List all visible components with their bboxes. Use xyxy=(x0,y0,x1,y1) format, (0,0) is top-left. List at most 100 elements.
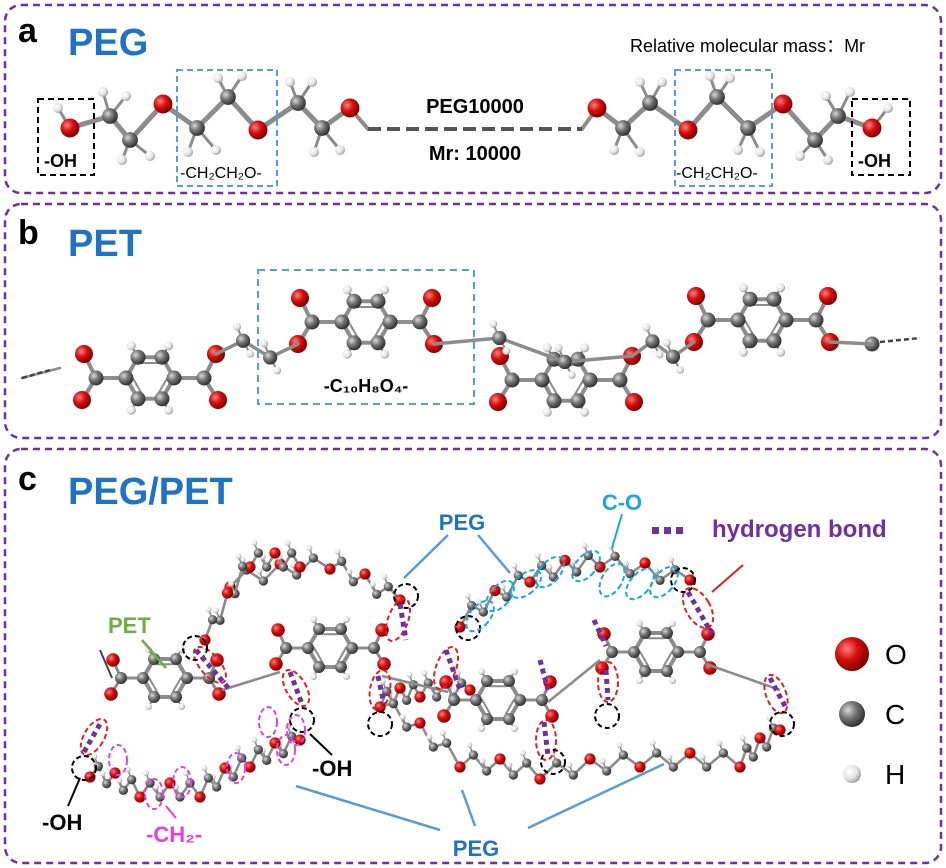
hbond-label: hydrogen bond xyxy=(712,516,887,543)
oxygen-atom xyxy=(587,98,607,118)
carbon-atom xyxy=(552,758,562,768)
hydrogen-atom xyxy=(285,77,295,87)
ch2-leader xyxy=(165,805,177,819)
hydrogen-atom xyxy=(117,155,127,165)
oxygen-atom xyxy=(377,657,391,671)
hbond-oxygen-ellipse xyxy=(192,645,228,685)
oxygen-atom xyxy=(269,547,281,559)
carbon-atom xyxy=(778,312,794,328)
co-bond-ellipse xyxy=(598,562,626,598)
carbon-atom xyxy=(568,770,578,780)
oh-left-label: -OH xyxy=(42,810,82,835)
carbon-atom xyxy=(278,562,288,572)
hydrogen-atom xyxy=(343,673,350,681)
hydrogen-atom xyxy=(126,341,136,351)
hydrogen-atom xyxy=(511,667,518,675)
carbon-atom xyxy=(287,548,297,558)
carbon-atom xyxy=(334,314,350,330)
hydrogen-atom xyxy=(421,670,428,676)
ch2-ellipse xyxy=(286,714,306,746)
carbon-atom xyxy=(154,349,170,365)
carbon-atom xyxy=(314,120,330,136)
carbon-atom xyxy=(235,333,251,348)
carbon-atom xyxy=(742,291,758,307)
hydrogen-atom xyxy=(705,71,715,81)
hydrogen-atom xyxy=(636,677,643,685)
carbon-atom xyxy=(639,626,651,639)
hydrogen-atom xyxy=(821,91,831,101)
carbon-atom xyxy=(304,314,320,330)
carbon-atom xyxy=(557,354,572,370)
oxygen-atom xyxy=(248,120,268,140)
hydrogen-atom xyxy=(635,147,645,157)
bond xyxy=(233,565,244,595)
hydrogen-bond-marker xyxy=(375,675,387,705)
carbon-atom xyxy=(503,674,515,687)
oh-mid-leader xyxy=(309,733,333,756)
hydrogen-atom xyxy=(335,145,345,155)
carbon-atom xyxy=(615,120,631,136)
bond xyxy=(769,319,781,336)
carbon-atom xyxy=(220,89,236,105)
carbon-atom xyxy=(237,561,248,571)
peg-bottom-leader-right xyxy=(460,789,477,827)
hydrogen-atom xyxy=(502,346,511,355)
repeat-unit-box-left xyxy=(176,69,278,187)
hydroxyl-ellipse xyxy=(367,711,393,737)
carbon-atom xyxy=(570,393,586,409)
hydrogen-atom xyxy=(284,540,291,546)
hbond-oxygen-ellipse xyxy=(597,661,619,703)
carbon-atom xyxy=(88,370,104,386)
oxygen-atom xyxy=(210,653,224,667)
carbon-atom xyxy=(639,665,651,678)
carbon-atom xyxy=(642,95,658,111)
hydrogen-atom xyxy=(164,341,174,351)
bond xyxy=(221,670,281,692)
hydrogen-atom xyxy=(201,765,208,771)
hydrogen-atom xyxy=(511,562,518,569)
hydrogen-atom xyxy=(623,560,629,567)
carbon-atom xyxy=(368,642,380,654)
oxygen-atom xyxy=(524,576,536,588)
hydrogen-atom xyxy=(511,725,518,733)
hydrogen-atom xyxy=(237,71,247,81)
peg-molecule-a xyxy=(53,71,893,165)
oxygen-atom xyxy=(84,771,96,783)
hydroxyl-ellipse xyxy=(540,749,566,775)
carbon-atom xyxy=(467,600,477,611)
hbond-oxygen-ellipse xyxy=(368,669,392,711)
hydrogen-atom xyxy=(399,714,406,720)
oxygen-atom xyxy=(437,709,451,723)
oh-box-left xyxy=(37,98,95,176)
bond xyxy=(148,677,159,693)
oxygen-atom xyxy=(60,118,80,138)
hydrogen-atom xyxy=(234,745,241,751)
chain-end-dash xyxy=(879,336,921,344)
carbon-atom xyxy=(280,642,292,654)
hydrogen-atom xyxy=(307,77,317,87)
hydrogen-atom xyxy=(534,552,541,559)
ch2-label: -CH₂- xyxy=(146,822,202,847)
hydrogen-atom xyxy=(662,338,671,347)
carbon-atom xyxy=(546,393,562,409)
oxygen-atom xyxy=(489,584,501,597)
hydroxyl-ellipse xyxy=(769,711,795,737)
carbon-atom xyxy=(694,646,706,658)
bond xyxy=(373,321,385,338)
carbon-atom xyxy=(652,748,662,758)
carbon-atom xyxy=(262,755,272,765)
carbon-atom xyxy=(215,615,225,625)
panel-c-title: PEG/PET xyxy=(68,471,233,513)
hydrogen-atom xyxy=(346,568,353,575)
carbon-atom xyxy=(572,567,582,577)
carbon-atom xyxy=(655,575,665,585)
oxygen-atom xyxy=(594,561,606,573)
oh-box-right xyxy=(851,98,911,176)
hydrogen-atom xyxy=(454,670,461,676)
co-bond-ellipse xyxy=(485,579,515,613)
panel-a-letter: a xyxy=(18,12,38,50)
bond xyxy=(497,336,567,364)
hydrogen-atom xyxy=(306,545,313,551)
carbon-atom xyxy=(502,592,512,602)
hydrogen-atom xyxy=(795,151,805,161)
